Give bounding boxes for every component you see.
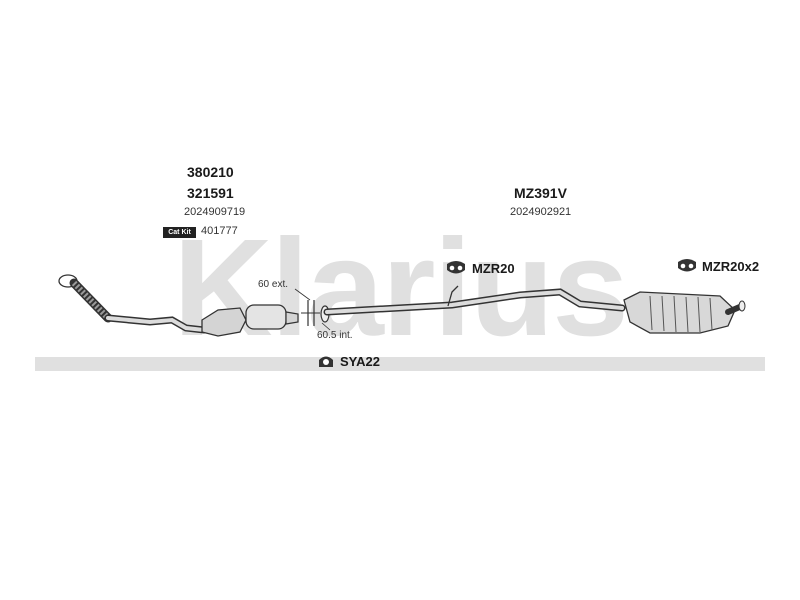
rubber-mount-icon xyxy=(678,259,696,272)
mount-rear-label: MZR20x2 xyxy=(702,259,760,274)
mount-mid-label: MZR20 xyxy=(472,261,515,276)
rubber-mount-icon xyxy=(447,261,465,274)
watermark-text: Klarius xyxy=(173,211,627,365)
flex-section-braid xyxy=(71,280,111,321)
rear-oem-number: 2024902921 xyxy=(510,206,572,218)
front-part-number-2: 321591 xyxy=(187,185,234,201)
catalytic-body xyxy=(245,304,287,330)
front-oem-number: 2024909719 xyxy=(184,206,246,218)
catkit-badge: Cat Kit xyxy=(163,227,196,238)
catalytic-converter xyxy=(201,307,247,337)
ext-leader xyxy=(294,288,311,301)
diameter-int-label: 60.5 int. xyxy=(317,330,353,341)
mid-pipe xyxy=(325,289,624,314)
silencer-ribs xyxy=(649,295,713,333)
rear-silencer xyxy=(623,291,736,334)
catkit-number: 401777 xyxy=(201,225,238,237)
int-leader xyxy=(321,322,331,331)
front-part-number-1: 380210 xyxy=(187,164,234,180)
cat-outlet xyxy=(285,311,299,325)
tailpipe-end xyxy=(738,300,746,312)
front-pipe xyxy=(106,316,206,332)
clamp-label: SYA22 xyxy=(340,354,380,369)
diameter-ext-label: 60 ext. xyxy=(258,279,289,290)
watermark-underline xyxy=(35,357,765,371)
clamp-icon xyxy=(319,356,333,367)
pipe-hanger xyxy=(447,285,459,307)
rear-part-number: MZ391V xyxy=(514,185,567,201)
